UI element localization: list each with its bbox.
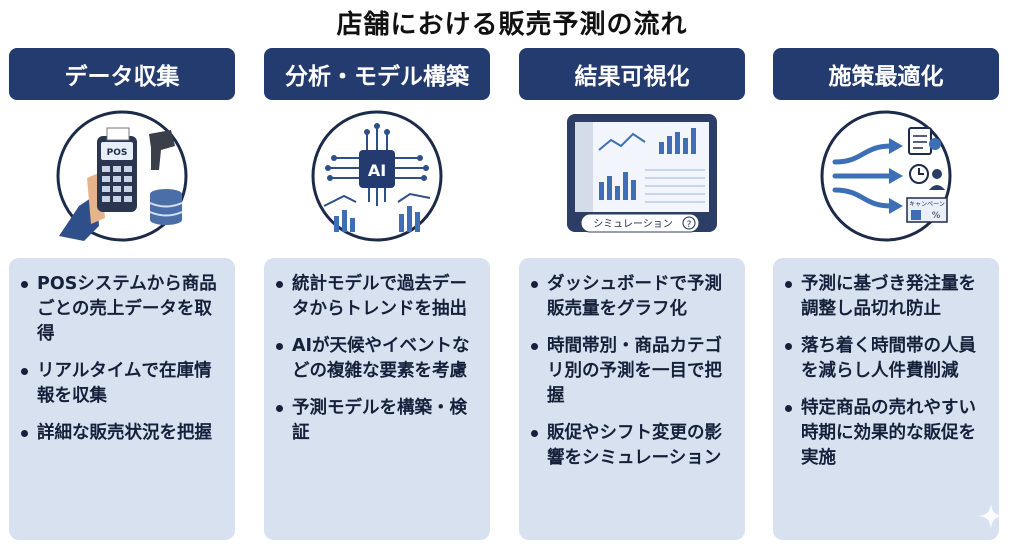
step-card: 予測に基づき発注量を調整し品切れ防止 落ち着く時間帯の人員を減らし人件費削減 特… [773, 258, 999, 540]
sparkle-icon [978, 503, 1004, 529]
step-data-collection: データ収集 POS [9, 48, 235, 540]
page-title: 店舗における販売予測の流れ [336, 10, 688, 40]
bullet-item: 統計モデルで過去データからトレンドを抽出 [276, 272, 480, 322]
bullet-item: 時間帯別・商品カテゴリ別の予測を一目で把握 [531, 334, 735, 409]
svg-text:POS: POS [107, 148, 128, 158]
ai-chip-icon: AI [264, 106, 490, 296]
svg-text:AI: AI [368, 161, 386, 180]
step-card: ダッシュボードで予測販売量をグラフ化 時間帯別・商品カテゴリ別の予測を一目で把握… [519, 258, 745, 540]
svg-text:キャンペーン: キャンペーン [909, 201, 945, 208]
svg-text:%: % [932, 211, 941, 221]
bullet-item: AIが天候やイベントなどの複雑な要素を考慮 [276, 334, 480, 384]
bullet-item: 予測モデルを構築・検証 [276, 396, 480, 446]
step-header: 分析・モデル構築 [264, 48, 490, 100]
svg-text:?: ? [687, 220, 692, 230]
bullet-item: ダッシュボードで予測販売量をグラフ化 [531, 272, 735, 322]
bullet-item: 特定商品の売れやすい時期に効果的な販促を実施 [785, 396, 989, 471]
step-visualization: 結果可視化 シミュレーション ? ダッシュボードで予測販売量をグラフ化 時間帯別… [519, 48, 745, 540]
bullet-item: POSシステムから商品ごとの売上データを取得 [21, 272, 225, 347]
optimization-arrows-icon: キャンペーン % [773, 106, 999, 296]
bullet-item: 販促やシフト変更の影響をシミュレーション [531, 421, 735, 471]
bullet-item: 予測に基づき発注量を調整し品切れ防止 [785, 272, 989, 322]
step-header: 結果可視化 [519, 48, 745, 100]
step-card: 統計モデルで過去データからトレンドを抽出 AIが天候やイベントなどの複雑な要素を… [264, 258, 490, 540]
bullet-item: リアルタイムで在庫情報を収集 [21, 359, 225, 409]
pos-terminal-icon: POS [9, 106, 235, 296]
step-optimization: 施策最適化 キャンペーン % 予測に基づき発注量を調整し品切れ [773, 48, 999, 540]
dashboard-monitor-icon: シミュレーション ? [519, 106, 745, 296]
step-header: データ収集 [9, 48, 235, 100]
step-card: POSシステムから商品ごとの売上データを取得 リアルタイムで在庫情報を収集 詳細… [9, 258, 235, 540]
bullet-item: 落ち着く時間帯の人員を減らし人件費削減 [785, 334, 989, 384]
bullet-item: 詳細な販売状況を把握 [21, 421, 225, 446]
step-analysis-modeling: 分析・モデル構築 AI 統計モデルで過去データからトレンドを抽出 A [264, 48, 490, 540]
step-header: 施策最適化 [773, 48, 999, 100]
svg-text:シミュレーション: シミュレーション [593, 219, 673, 230]
